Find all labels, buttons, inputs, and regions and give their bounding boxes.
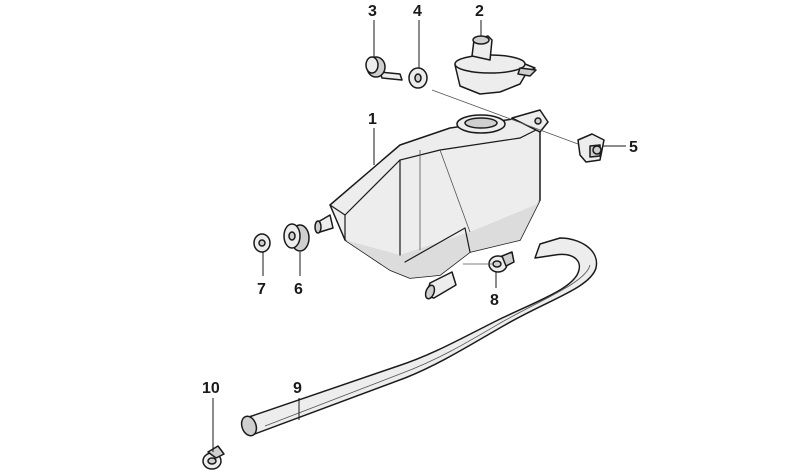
- rubber-grommet: [283, 223, 310, 252]
- callout-9: 9: [293, 380, 302, 397]
- clip-nut: [577, 133, 605, 163]
- callout-2: 2: [475, 3, 484, 20]
- callout-4: 4: [413, 3, 422, 20]
- screw: [365, 56, 403, 81]
- hose-clamp-lower: [202, 445, 225, 470]
- callout-10: 10: [202, 380, 220, 397]
- callout-6: 6: [294, 281, 303, 298]
- washer-small: [253, 233, 271, 253]
- expansion-tank: [314, 109, 549, 300]
- alignment-line-a: [431, 89, 579, 145]
- callout-8: 8: [490, 292, 499, 309]
- hose-clamp: [488, 251, 515, 273]
- callout-5: 5: [629, 139, 638, 156]
- washer: [408, 67, 428, 89]
- callout-1: 1: [368, 111, 377, 128]
- coolant-hose: [240, 237, 598, 437]
- callout-labels: 1 2 3 4 5 6 7 8 9 10: [202, 3, 638, 397]
- callout-7: 7: [257, 281, 266, 298]
- leader-lines: [212, 20, 626, 452]
- tank-cap: [454, 35, 537, 95]
- callout-3: 3: [368, 3, 377, 20]
